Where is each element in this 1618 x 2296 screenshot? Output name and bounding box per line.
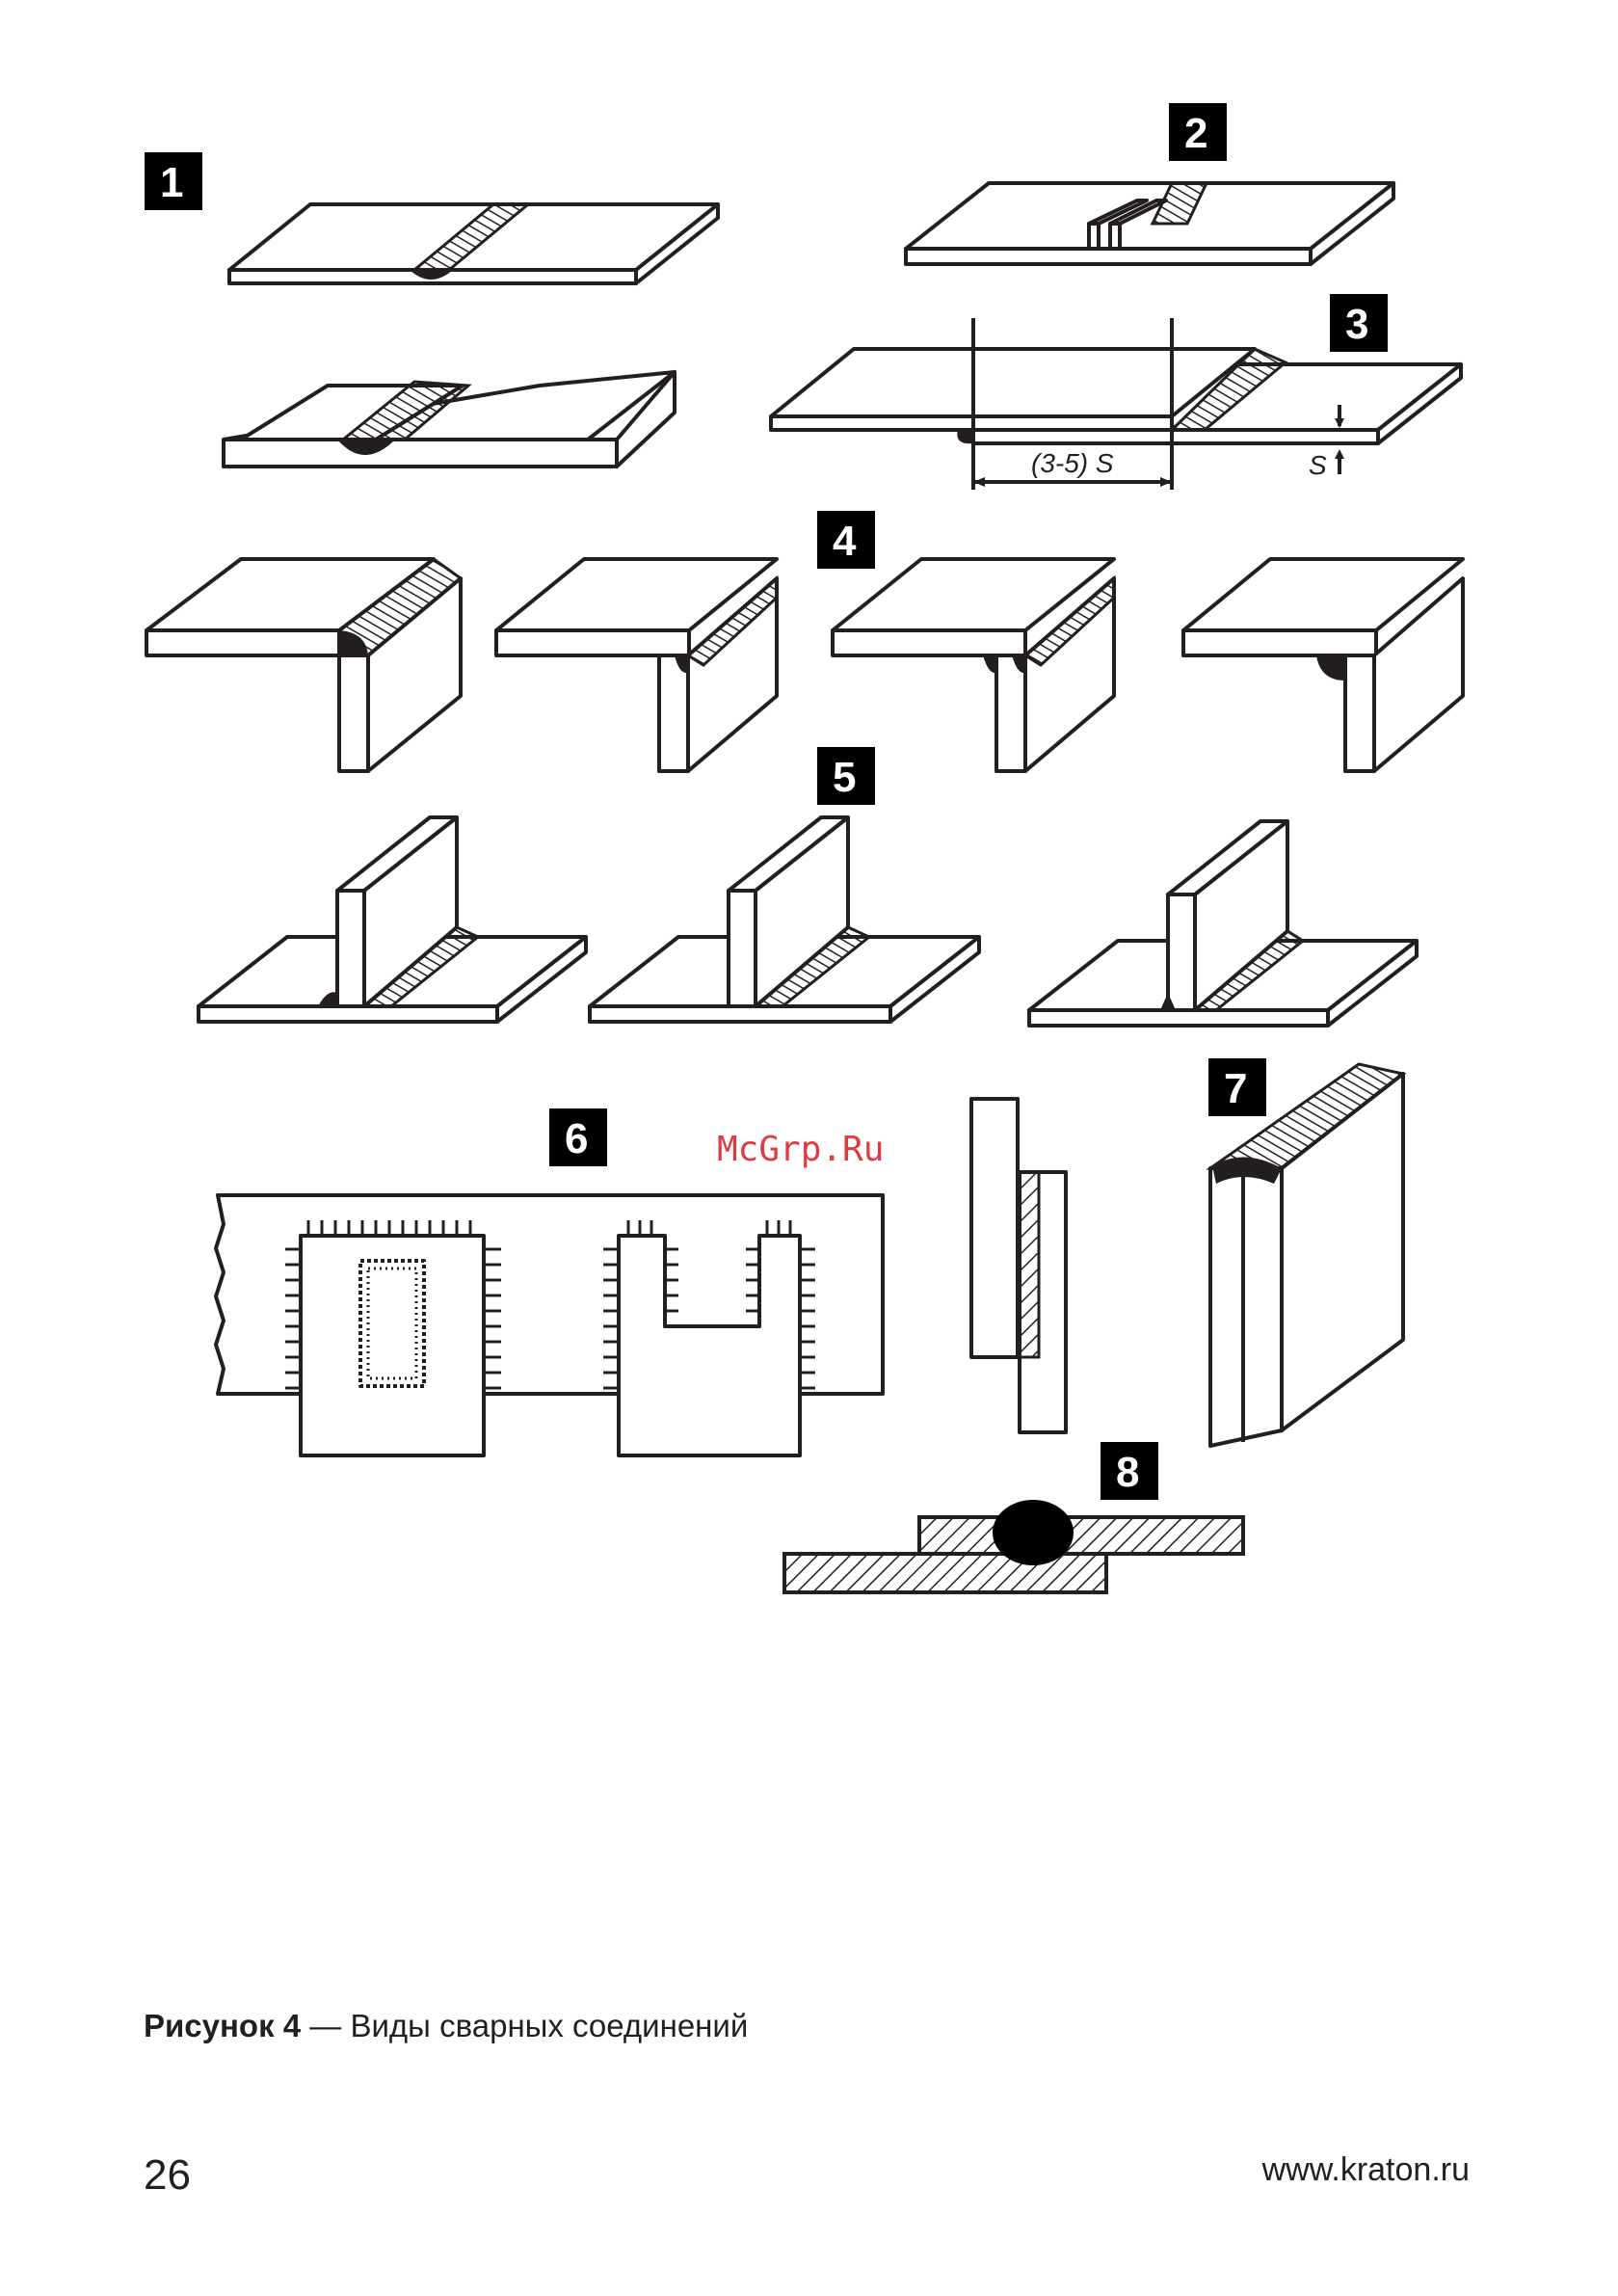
dimension-label: (3-5) S (1031, 448, 1114, 478)
label-5: 5 (833, 754, 856, 801)
joint-6-slot: 6 McGrp.Ru (216, 1108, 884, 1455)
figure-caption: Рисунок 4 — Виды сварных соединений (144, 2008, 748, 2044)
label-3: 3 (1345, 301, 1368, 348)
thickness-label: S (1309, 450, 1327, 480)
joint-8-plug: 8 (784, 1442, 1243, 1592)
caption-dash: — (301, 2008, 350, 2043)
page-number: 26 (144, 2151, 191, 2200)
watermark: McGrp.Ru (717, 1130, 884, 1169)
label-7: 7 (1224, 1065, 1247, 1112)
label-6: 6 (565, 1115, 588, 1162)
caption-text: Виды сварных соединений (350, 2008, 748, 2043)
joint-1-butt: 1 (145, 152, 718, 467)
joint-5-tee: 5 (199, 747, 1417, 1026)
label-8: 8 (1116, 1449, 1139, 1496)
website-link[interactable]: www.kraton.ru (1262, 2151, 1470, 2189)
joint-2-flanged: 2 (906, 103, 1393, 264)
figure-number: Рисунок 4 (144, 2008, 301, 2043)
joint-edge-lap (971, 1099, 1066, 1432)
joint-4-corner: 4 (146, 511, 1463, 771)
label-4: 4 (833, 518, 857, 565)
label-2: 2 (1184, 110, 1207, 157)
label-1: 1 (160, 159, 183, 206)
joint-3-lap: 3 (3-5) S S (771, 294, 1461, 490)
joint-7-edge: 7 (1208, 1058, 1403, 1446)
